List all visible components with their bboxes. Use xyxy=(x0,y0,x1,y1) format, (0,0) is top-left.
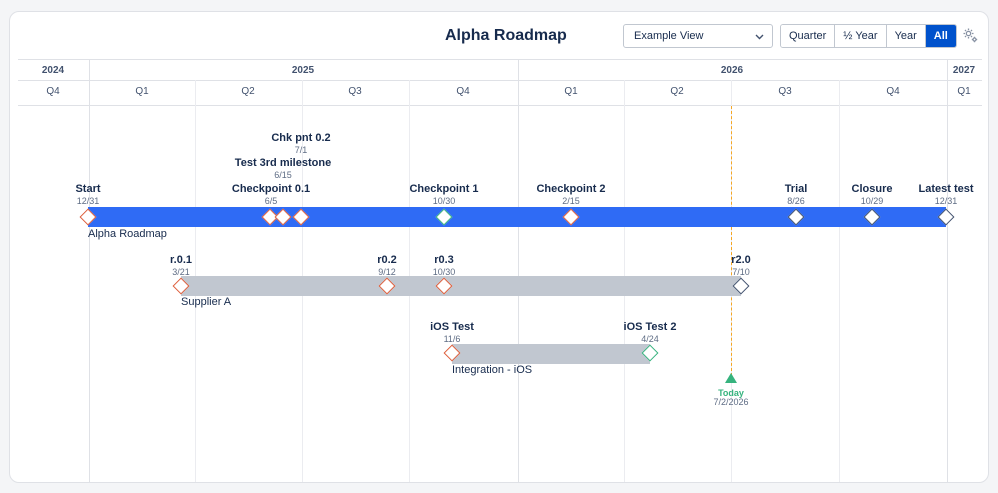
roadmap-bar-alpha[interactable] xyxy=(88,207,946,227)
quarter-label: Q2 xyxy=(241,86,255,97)
quarter-label: Q3 xyxy=(778,86,792,97)
year-label: 2025 xyxy=(291,65,315,76)
roadmap-bar-integration-ios[interactable] xyxy=(452,344,650,364)
page-title: Alpha Roadmap xyxy=(445,27,567,44)
milestone-date: 10/29 xyxy=(860,196,884,206)
axis-mid-divider xyxy=(18,80,982,81)
zoom-button-group: Quarter ½ Year Year All xyxy=(780,24,957,48)
milestone-name: Start xyxy=(75,183,101,195)
roadmap-panel xyxy=(9,11,989,483)
milestone-name: Checkpoint 1 xyxy=(409,183,479,195)
quarter-label: Q4 xyxy=(456,86,470,97)
view-select-value: Example View xyxy=(634,30,704,42)
chevron-down-icon xyxy=(755,34,764,40)
milestone-name: iOS Test 2 xyxy=(623,321,677,333)
year-gridline xyxy=(947,59,948,482)
gear-icon[interactable] xyxy=(962,27,979,44)
axis-top-divider xyxy=(18,59,982,60)
milestone-date: 6/5 xyxy=(264,196,278,206)
zoom-half-year-button[interactable]: ½ Year xyxy=(835,25,887,47)
milestone-date: 7/10 xyxy=(732,267,750,277)
milestone-date: 12/31 xyxy=(934,196,958,206)
zoom-quarter-button[interactable]: Quarter xyxy=(781,25,836,47)
milestone-name: Chk pnt 0.2 xyxy=(271,132,331,144)
zoom-year-button[interactable]: Year xyxy=(886,25,926,47)
milestone-name: r0.2 xyxy=(377,254,397,266)
quarter-label: Q4 xyxy=(46,86,60,97)
milestone-date: 2/15 xyxy=(562,196,580,206)
quarter-label: Q3 xyxy=(348,86,362,97)
milestone-date: 6/15 xyxy=(274,170,292,180)
year-label: 2026 xyxy=(720,65,744,76)
year-label: 2024 xyxy=(41,65,65,76)
year-gridline xyxy=(89,59,90,482)
milestone-date: 7/1 xyxy=(294,145,308,155)
quarter-gridline xyxy=(839,80,840,482)
bar-label: Supplier A xyxy=(181,296,232,308)
milestone-date: 10/30 xyxy=(432,196,456,206)
milestone-name: Checkpoint 2 xyxy=(536,183,606,195)
quarter-label: Q1 xyxy=(957,86,971,97)
bar-label: Integration - iOS xyxy=(452,364,533,376)
quarter-label: Q2 xyxy=(670,86,684,97)
milestone-name: r0.3 xyxy=(434,254,454,266)
roadmap-bar-supplier-a[interactable] xyxy=(181,276,741,296)
bar-label: Alpha Roadmap xyxy=(88,228,167,240)
milestone-date: 10/30 xyxy=(432,267,456,277)
milestone-name: Latest test xyxy=(918,183,974,195)
year-gridline xyxy=(518,59,519,482)
milestone-date: 12/31 xyxy=(76,196,100,206)
milestone-name: r.0.1 xyxy=(169,254,193,266)
today-date: 7/2/2026 xyxy=(713,397,749,407)
milestone-name: Trial xyxy=(784,183,808,195)
milestone-name: Test 3rd milestone xyxy=(234,157,332,169)
milestone-date: 9/12 xyxy=(378,267,396,277)
milestone-date: 11/6 xyxy=(443,334,461,344)
axis-bottom-divider xyxy=(18,105,982,106)
zoom-all-button[interactable]: All xyxy=(925,25,956,47)
quarter-label: Q1 xyxy=(564,86,578,97)
milestone-name: iOS Test xyxy=(430,321,474,333)
today-label: Today xyxy=(718,388,744,398)
milestone-date: 3/21 xyxy=(172,267,190,277)
milestone-name: r2.0 xyxy=(731,254,751,266)
milestone-date: 4/24 xyxy=(641,334,659,344)
today-triangle-icon xyxy=(725,373,737,383)
quarter-label: Q1 xyxy=(135,86,149,97)
today-line xyxy=(731,106,732,376)
view-select[interactable]: Example View xyxy=(623,24,773,48)
milestone-name: Closure xyxy=(851,183,893,195)
milestone-name: Checkpoint 0.1 xyxy=(231,183,311,195)
milestone-date: 8/26 xyxy=(787,196,805,206)
quarter-label: Q4 xyxy=(886,86,900,97)
year-label: 2027 xyxy=(952,65,976,76)
